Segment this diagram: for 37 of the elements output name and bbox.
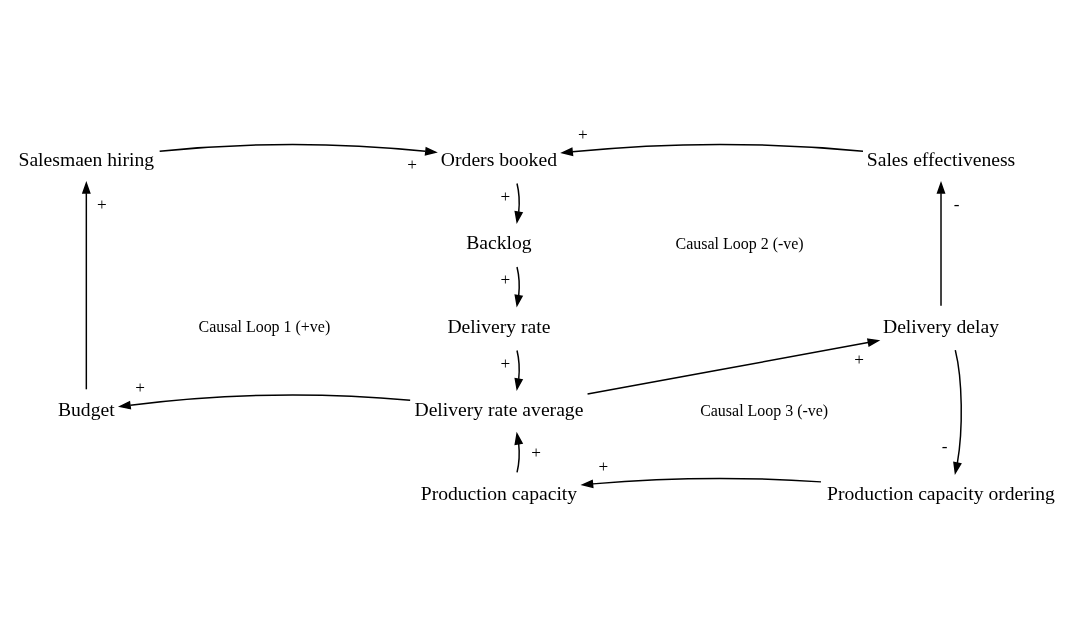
node-text: Delivery delay: [882, 314, 1000, 337]
arrow: [514, 349, 524, 391]
edge-label: +: [854, 349, 865, 369]
arrow: [560, 143, 864, 157]
arrow: [81, 180, 91, 391]
label: Causal Loop 3 (-ve): [700, 401, 829, 419]
arrow: [514, 431, 524, 474]
arrow: [936, 180, 946, 307]
node-text: Backlog: [466, 231, 532, 254]
arrow: [117, 394, 411, 410]
edge-label: -: [953, 194, 960, 214]
node-text: Production capacity: [420, 481, 578, 504]
edge-label: +: [577, 124, 588, 144]
edge-label: +: [500, 353, 511, 373]
arrow: [586, 338, 881, 395]
node-text: Sales effectiveness: [866, 147, 1016, 170]
label: Causal Loop 2 (-ve): [675, 234, 804, 252]
edge-label: +: [407, 154, 417, 174]
node-text: Salesmaen hiring: [18, 147, 155, 170]
edge-label: +: [500, 270, 511, 290]
edge-label: +: [531, 442, 541, 462]
node-text: Budget: [57, 398, 115, 421]
node-text: Delivery rate average: [414, 398, 584, 421]
edge-label: -: [941, 437, 948, 457]
node-text: Delivery rate: [447, 314, 551, 337]
edge-label: +: [598, 456, 609, 476]
arrow: [158, 143, 438, 156]
edge-label: +: [135, 377, 145, 397]
node-text: Orders booked: [440, 147, 557, 170]
arrow: [580, 477, 822, 489]
arrow: [514, 182, 524, 224]
edge-label: +: [96, 194, 107, 214]
label: Causal Loop 1 (+ve): [198, 318, 331, 336]
arrow: [953, 349, 962, 475]
arrow: [514, 266, 524, 308]
edge-label: +: [500, 186, 511, 206]
node-text: Production capacity ordering: [827, 481, 1055, 504]
